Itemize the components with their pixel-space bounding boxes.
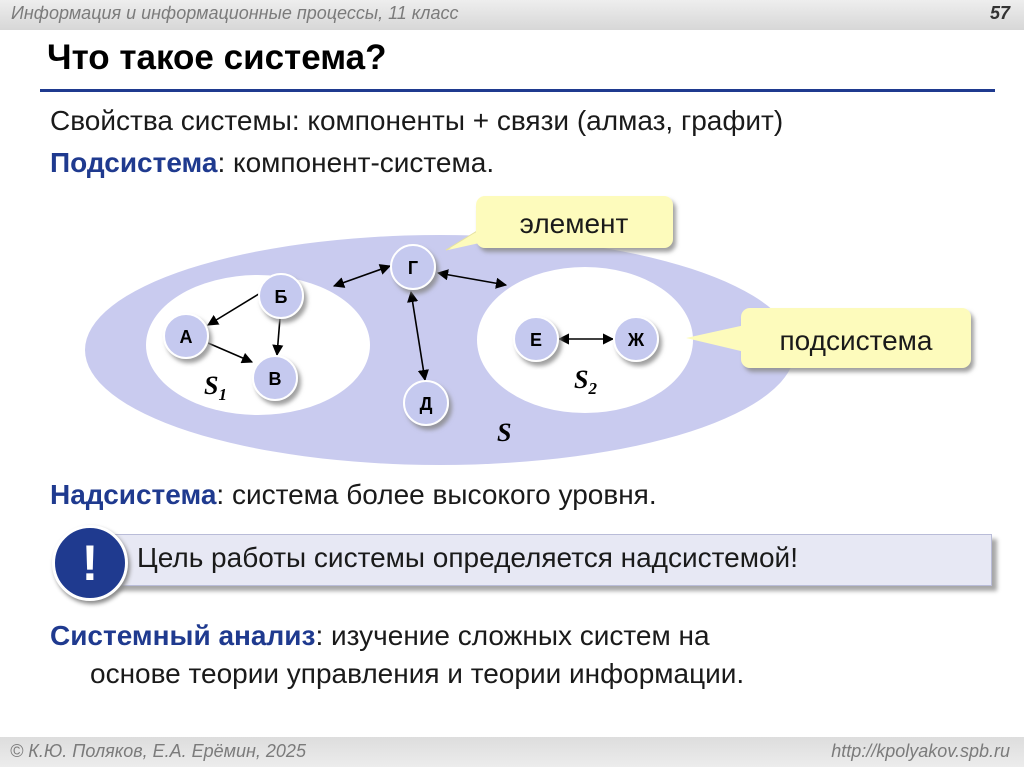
system-label: S <box>497 418 511 447</box>
title-divider <box>40 89 995 92</box>
supersystem-term: Надсистема <box>50 479 217 510</box>
node-a-label: А <box>180 327 193 347</box>
subsystem-definition: Подсистема: компонент-система. <box>50 147 494 179</box>
node-zh-label: Ж <box>627 330 645 350</box>
system-analysis-text: : изучение сложных систем на <box>315 620 710 651</box>
node-b-label: Б <box>275 287 288 307</box>
node-d-label: Д <box>420 394 433 414</box>
subsystem-s1-ellipse <box>146 275 370 415</box>
subsystem-callout: подсистема <box>686 308 971 368</box>
node-zh: Ж <box>613 316 659 362</box>
element-callout: элемент <box>445 196 673 251</box>
subsystem-term: Подсистема <box>50 147 218 178</box>
node-g-label: Г <box>408 258 418 278</box>
system-analysis-definition: Системный анализ: изучение сложных систе… <box>50 620 710 652</box>
note-box <box>100 534 992 586</box>
link-b-a <box>207 291 263 326</box>
node-v: В <box>252 355 298 401</box>
node-g: Г <box>390 244 436 290</box>
link-g-d <box>407 290 429 382</box>
supersystem-text: : система более высокого уровня. <box>216 479 657 510</box>
link-a-v <box>207 342 254 364</box>
page-number: 57 <box>989 3 1010 23</box>
slide-title: Что такое система? <box>47 38 387 77</box>
header-bar <box>0 0 1024 30</box>
note-text: Цель работы системы определяется надсист… <box>137 542 798 573</box>
node-e-label: Е <box>530 330 542 350</box>
element-callout-label: элемент <box>520 208 629 239</box>
course-label: Информация и информационные процессы, 11… <box>11 3 459 23</box>
system-analysis-line2: основе теории управления и теории информ… <box>90 658 745 689</box>
system-analysis-term: Системный анализ <box>50 620 316 651</box>
link-g-s1 <box>332 264 392 288</box>
supersystem-definition: Надсистема: система более высокого уровн… <box>50 479 657 511</box>
node-a: А <box>163 313 209 359</box>
link-b-v <box>272 317 284 357</box>
s1-label: S1 <box>204 371 227 404</box>
exclamation-icon: ! <box>52 525 128 601</box>
node-b: Б <box>258 273 304 319</box>
node-e: Е <box>513 316 559 362</box>
footer-url-link[interactable]: http://kpolyakov.spb.ru <box>831 741 1010 761</box>
subsystem-text: : компонент-система. <box>217 147 495 178</box>
footer-bar <box>0 737 1024 767</box>
link-g-s2 <box>436 269 508 289</box>
node-d: Д <box>403 380 449 426</box>
node-v-label: В <box>269 369 282 389</box>
system-properties-text: Свойства системы: компоненты + связи (ал… <box>50 105 784 136</box>
s2-label: S2 <box>574 365 597 398</box>
footer-authors: © К.Ю. Поляков, Е.А. Ерёмин, 2025 <box>10 741 306 761</box>
subsystem-callout-label: подсистема <box>779 325 932 356</box>
